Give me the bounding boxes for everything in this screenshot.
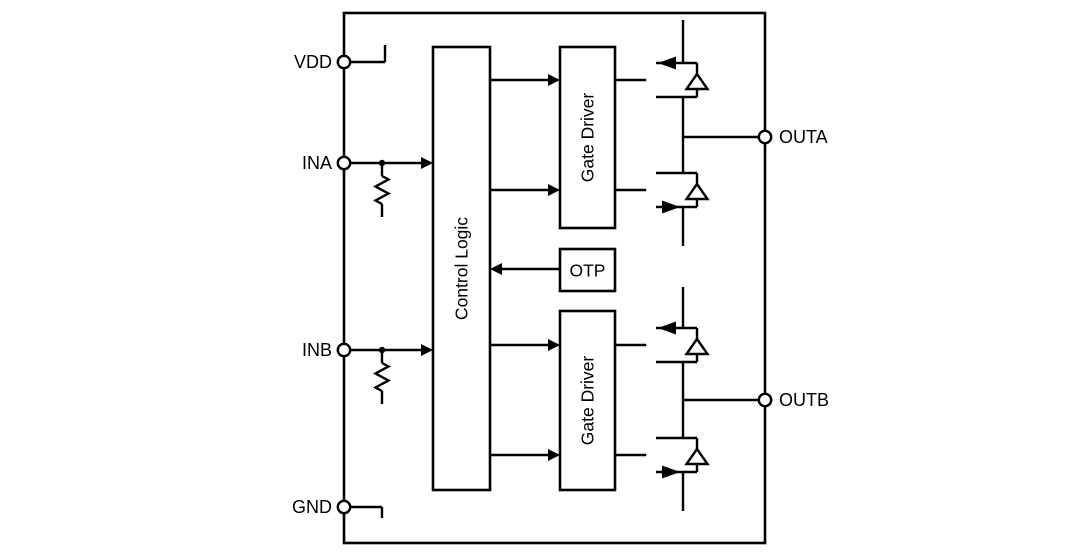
pin-label-outa: OUTA bbox=[779, 127, 828, 147]
pin-ina bbox=[336, 155, 352, 171]
arrowhead-icon bbox=[421, 344, 433, 356]
output-stage-b bbox=[615, 287, 759, 524]
otp-block: OTP bbox=[558, 247, 617, 293]
arrowhead-icon bbox=[421, 157, 433, 169]
gate-driver-b-label: Gate Driver bbox=[578, 356, 598, 446]
arrowhead-icon bbox=[548, 184, 560, 196]
control-logic-box bbox=[431, 45, 492, 492]
arrowhead-icon bbox=[548, 449, 560, 461]
gate-driver-b-box bbox=[558, 309, 617, 492]
pin-label-ina: INA bbox=[302, 153, 332, 173]
ina-pin-circuit bbox=[350, 157, 433, 228]
pin-outb bbox=[757, 392, 773, 408]
pin-inb bbox=[336, 342, 352, 358]
pin-label-outb: OUTB bbox=[779, 390, 829, 410]
gate-driver-a-label: Gate Driver bbox=[578, 93, 598, 183]
control-logic-block: Control Logic bbox=[431, 45, 492, 492]
arrowhead-icon bbox=[548, 74, 560, 86]
gate-driver-b-block: Gate Driver bbox=[558, 309, 617, 492]
arrowhead-icon bbox=[490, 263, 502, 275]
ctrl-to-driver-a-arrows bbox=[490, 74, 560, 196]
pin-label-inb: INB bbox=[302, 340, 332, 360]
output-stage-a bbox=[615, 20, 759, 259]
pin-label-gnd: GND bbox=[292, 497, 332, 517]
pin-vdd bbox=[336, 54, 352, 70]
pin-outa bbox=[757, 129, 773, 145]
otp-label: OTP bbox=[570, 261, 606, 281]
pin-gnd bbox=[336, 499, 352, 515]
control-logic-label: Control Logic bbox=[452, 217, 472, 320]
otp-box bbox=[558, 247, 617, 293]
gate-driver-a-box bbox=[558, 45, 617, 230]
ctrl-to-driver-b-arrows bbox=[490, 339, 560, 461]
gnd-pin-circuit bbox=[350, 505, 392, 529]
pin-label-vdd: VDD bbox=[294, 52, 332, 72]
inb-pin-circuit bbox=[350, 344, 433, 415]
arrowhead-icon bbox=[548, 339, 560, 351]
gate-driver-a-block: Gate Driver bbox=[558, 45, 617, 230]
vdd-pin-circuit bbox=[350, 45, 387, 64]
otp-to-ctrl-arrow bbox=[490, 263, 560, 275]
